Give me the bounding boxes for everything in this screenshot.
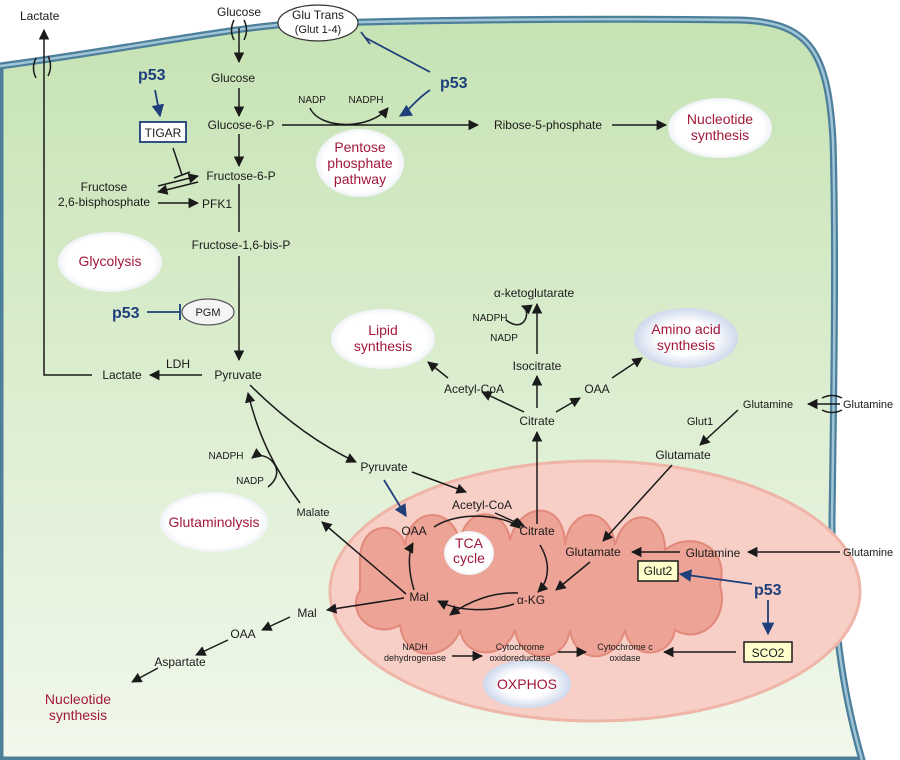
lipid-synthesis-label-1: Lipid: [368, 322, 398, 338]
cytochrome-c-oxidase-label-2: oxidase: [609, 653, 640, 663]
pfk1-label: PFK1: [202, 197, 232, 211]
nucleotide-synthesis-2-label-1: Nucleotide: [45, 691, 111, 707]
glycolysis-label: Glycolysis: [78, 253, 141, 269]
ppp-nadp-label: NADP: [298, 95, 326, 106]
glucose-label: Glucose: [211, 71, 255, 85]
fructose-16bp-label: Fructose-1,6-bis-P: [192, 238, 291, 252]
p53-label-pgm: p53: [112, 305, 140, 322]
glycolysis-oval: [58, 232, 162, 292]
sco2-box: [743, 641, 793, 663]
citrate-cytosol-label: Citrate: [519, 414, 555, 428]
sco2-label: SCO2: [752, 646, 785, 660]
tca-oval: [444, 531, 494, 575]
glutaminolysis-nadph-label: NADPH: [208, 451, 243, 462]
cytochrome-c-oxidase-label-1: Cytochrome c: [597, 642, 653, 652]
cytochrome-oxidoreductase-label-1: Cytochrome: [496, 642, 545, 652]
ppp-label-3: pathway: [334, 171, 386, 187]
tigar-label: TIGAR: [145, 126, 182, 140]
oxphos-label: OXPHOS: [497, 676, 557, 692]
amino-acid-synthesis-oval: [634, 308, 738, 368]
citrate-mito-label: Citrate: [519, 524, 555, 538]
tigar-box: [139, 121, 187, 143]
p53-regulation-arrows: [147, 31, 775, 636]
ppp-label-1: Pentose: [334, 139, 386, 155]
cytosol-nadp-label: NADP: [490, 333, 518, 344]
glut2-box: [637, 560, 679, 582]
glutamine-outside-2: Glutamine: [843, 547, 893, 559]
oaa-aspartate-label: OAA: [230, 627, 255, 641]
cytosol-nadph-label: NADPH: [472, 313, 507, 324]
glutamate-mito-label: Glutamate: [565, 545, 621, 559]
ppp-label-2: phosphate: [327, 155, 393, 171]
fructose-26bp-label-1: Fructose: [81, 180, 128, 194]
glucose-outside-label: Glucose: [217, 5, 261, 19]
glutamine-outside-1: Glutamine: [843, 399, 893, 411]
akg-cytosol-label: α-ketoglutarate: [494, 286, 575, 300]
transporter-label-1: Glu Trans: [292, 8, 344, 22]
isocitrate-label: Isocitrate: [513, 359, 562, 373]
ppp-oval: [316, 129, 404, 197]
glucose-transporter: [277, 4, 359, 42]
glut2-label: Glut2: [644, 564, 673, 578]
pgm-oval: [181, 298, 235, 326]
pathway-arrows: [38, 28, 840, 683]
transporter-label-2: (Glut 1-4): [295, 24, 341, 36]
glutaminolysis-label: Glutaminolysis: [168, 514, 259, 530]
p53-label-transporter: p53: [440, 75, 468, 92]
aspartate-label: Aspartate: [154, 655, 206, 669]
cytochrome-oxidoreductase-label-2: oxidoreductase: [489, 653, 550, 663]
acetyl-coa-cytosol-label: Acetyl-CoA: [444, 382, 504, 396]
fructose-6p-label: Fructose-6-P: [206, 169, 275, 183]
glut1-label: Glut1: [687, 416, 713, 428]
malate-label: Malate: [296, 507, 329, 519]
mal-cytosol-label: Mal: [297, 606, 316, 620]
glucose-6p-label: Glucose-6-P: [208, 118, 275, 132]
pyruvate-label: Pyruvate: [214, 368, 262, 382]
tca-label-1: TCA: [455, 535, 484, 551]
ldh-label: LDH: [166, 357, 190, 371]
lactate-outside-label: Lactate: [20, 9, 60, 23]
ribose-5p-label: Ribose-5-phosphate: [494, 118, 602, 132]
glutamate-cytosol-label: Glutamate: [655, 448, 711, 462]
akg-mito-label: α-KG: [517, 593, 545, 607]
tca-label-2: cycle: [453, 550, 485, 566]
amino-acid-synthesis-label-1: Amino acid: [651, 321, 720, 337]
ppp-nadph-label: NADPH: [348, 95, 383, 106]
mal-mito-label: Mal: [409, 590, 428, 604]
acetyl-coa-mito-label: Acetyl-CoA: [452, 498, 512, 512]
oaa-mito-label: OAA: [401, 524, 426, 538]
oaa-cytosol-label: OAA: [584, 382, 609, 396]
lipid-synthesis-oval: [331, 309, 435, 369]
lipid-synthesis-label-2: synthesis: [354, 338, 412, 354]
nadh-dehydrogenase-label-2: dehydrogenase: [384, 653, 446, 663]
p53-label-mito: p53: [754, 582, 782, 599]
nucleotide-synthesis-oval: [668, 98, 772, 158]
amino-acid-synthesis-label-2: synthesis: [657, 337, 715, 353]
nucleotide-synthesis-label-2: synthesis: [691, 127, 749, 143]
tigar-inhibition: [172, 147, 191, 179]
lactate-label: Lactate: [102, 368, 142, 382]
fructose-26bp-label-2: 2,6-bisphosphate: [58, 195, 150, 209]
glutamine-mito-label: Glutamine: [686, 546, 741, 560]
nucleotide-synthesis-2-label-2: synthesis: [49, 707, 107, 723]
p53-label-tigar: p53: [138, 67, 166, 84]
pyruvate-mito-label: Pyruvate: [360, 460, 408, 474]
nucleotide-synthesis-label-1: Nucleotide: [687, 111, 753, 127]
pgm-label: PGM: [195, 307, 220, 319]
glutamine-cytosol-label: Glutamine: [743, 399, 793, 411]
glutaminolysis-nadp-label: NADP: [236, 476, 264, 487]
process-ovals: [58, 98, 772, 708]
glutaminolysis-oval: [160, 492, 268, 552]
oxphos-oval: [483, 660, 571, 708]
nadh-dehydrogenase-label-1: NADH: [402, 642, 428, 652]
